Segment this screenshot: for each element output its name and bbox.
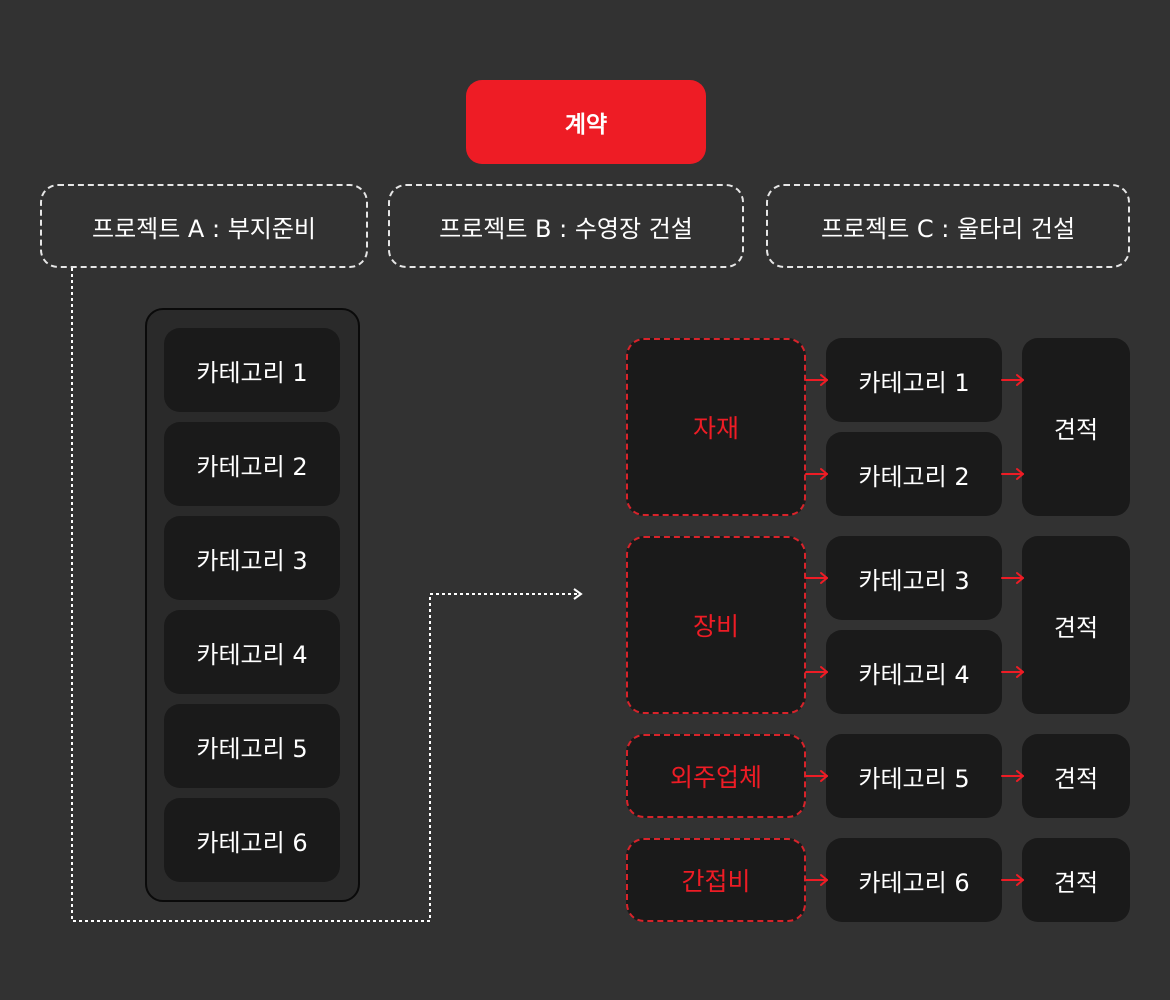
group-indirect-cost: 간접비: [626, 838, 806, 922]
right-category-5: 카테고리 5: [826, 734, 1002, 818]
arrow-category-2-to-estimate: [1001, 468, 1024, 480]
estimate-node-3: 견적: [1022, 734, 1130, 818]
group-materials: 자재: [626, 338, 806, 516]
estimate-node-1: 견적: [1022, 338, 1130, 516]
arrow-group-to-category-6: [805, 874, 828, 886]
right-category-3: 카테고리 3: [826, 536, 1002, 620]
estimate-node-2: 견적: [1022, 536, 1130, 714]
category-item-3: 카테고리 3: [164, 516, 340, 600]
arrow-category-3-to-estimate: [1001, 572, 1024, 584]
arrow-group-to-category-2: [805, 468, 828, 480]
arrow-category-5-to-estimate: [1001, 770, 1024, 782]
arrow-category-6-to-estimate: [1001, 874, 1024, 886]
arrow-group-to-category-4: [805, 666, 828, 678]
project-a-node: 프로젝트 A : 부지준비: [40, 184, 368, 268]
category-item-2: 카테고리 2: [164, 422, 340, 506]
group-subcontractor: 외주업체: [626, 734, 806, 818]
category-item-4: 카테고리 4: [164, 610, 340, 694]
project-a-connector: [71, 268, 578, 922]
group-equipment: 장비: [626, 536, 806, 714]
arrow-group-to-category-5: [805, 770, 828, 782]
right-category-2: 카테고리 2: [826, 432, 1002, 516]
contract-node: 계약: [466, 80, 706, 164]
category-item-6: 카테고리 6: [164, 798, 340, 882]
arrow-category-1-to-estimate: [1001, 374, 1024, 386]
connector-arrowhead: [573, 588, 583, 600]
project-c-node: 프로젝트 C : 울타리 건설: [766, 184, 1130, 268]
right-category-4: 카테고리 4: [826, 630, 1002, 714]
right-category-1: 카테고리 1: [826, 338, 1002, 422]
category-item-5: 카테고리 5: [164, 704, 340, 788]
category-item-1: 카테고리 1: [164, 328, 340, 412]
project-b-node: 프로젝트 B : 수영장 건설: [388, 184, 744, 268]
right-category-6: 카테고리 6: [826, 838, 1002, 922]
arrow-category-4-to-estimate: [1001, 666, 1024, 678]
estimate-node-4: 견적: [1022, 838, 1130, 922]
arrow-group-to-category-1: [805, 374, 828, 386]
arrow-group-to-category-3: [805, 572, 828, 584]
